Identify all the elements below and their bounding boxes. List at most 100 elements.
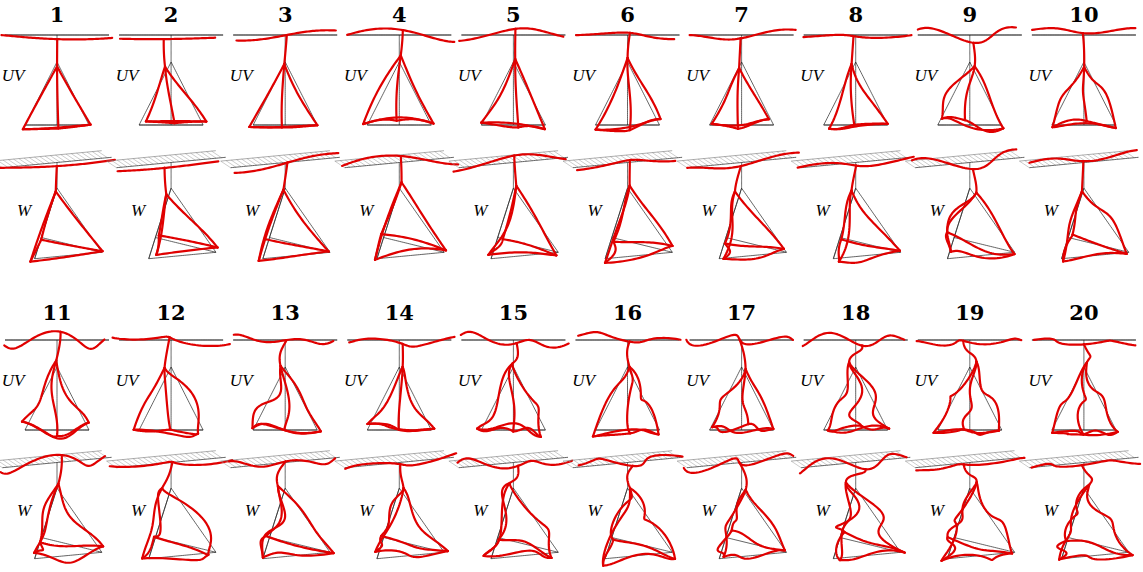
hatch-line (107, 161, 117, 168)
hatch-line (1119, 452, 1129, 459)
deformed-member (627, 466, 632, 488)
deformed-member (162, 488, 211, 555)
deformed-member (947, 482, 976, 537)
hatch-line (82, 153, 92, 160)
hatch-line (507, 456, 517, 463)
deformed-member (263, 553, 334, 558)
deformed-member (593, 367, 630, 437)
deformed-member (142, 488, 162, 558)
hatch-line (252, 158, 262, 165)
deformed-member (30, 240, 41, 262)
deformed-member (249, 64, 284, 127)
deformed-member (264, 190, 283, 239)
deformed-member (513, 428, 541, 437)
hatch-line (14, 459, 24, 466)
deformed-member (22, 422, 89, 439)
hatch-line (688, 460, 698, 467)
deformed-member (1, 455, 62, 474)
deformed-member (58, 455, 61, 484)
hatch-line (921, 160, 931, 167)
deformed-member (596, 58, 628, 130)
deformed-member (401, 156, 458, 164)
deformed-member (23, 66, 57, 129)
deformed-member (30, 191, 55, 261)
deformed-member (836, 482, 859, 532)
deformed-member (458, 458, 518, 468)
undeformed-member (25, 125, 57, 126)
view-label: UV (1, 372, 26, 389)
undeformed-member (285, 430, 317, 431)
deformed-member (690, 35, 741, 39)
deformed-member (976, 362, 999, 431)
hatch-line (133, 159, 143, 166)
hatch-line (652, 153, 662, 160)
view-label: W (1043, 502, 1059, 519)
deformed-member (1084, 344, 1090, 362)
hatch-line (257, 458, 267, 465)
deformed-member (282, 64, 285, 127)
deformed-member (499, 540, 552, 558)
deformed-member (477, 428, 513, 432)
deformed-member (284, 64, 317, 125)
hatch-line (24, 158, 34, 165)
view-label: UV (799, 372, 824, 389)
deformed-member (841, 239, 900, 250)
view-label: UV (685, 372, 710, 389)
view-label: UV (571, 67, 596, 84)
deformed-member (375, 182, 402, 260)
deformed-member (865, 454, 906, 469)
hatch-line (854, 455, 864, 462)
mode-panel (1019, 28, 1138, 261)
panel-number: 20 (1068, 302, 1099, 323)
deformed-member (735, 191, 784, 249)
deformed-member (461, 332, 517, 345)
undeformed-member (139, 125, 171, 126)
deformed-member (732, 531, 785, 551)
hatch-line (1061, 457, 1071, 464)
hatch-line (1005, 452, 1015, 459)
panel-number: 15 (498, 302, 529, 323)
view-label: W (16, 502, 32, 519)
deformed-member (828, 425, 889, 432)
deformed-member (159, 194, 166, 235)
undeformed-member (119, 35, 171, 36)
hatch-line (688, 160, 698, 167)
undeformed-member (117, 163, 172, 168)
hatch-line (905, 461, 915, 468)
mode-panel (677, 29, 799, 259)
undeformed-member (57, 35, 109, 36)
deformed-member (503, 186, 517, 239)
undeformed-member (263, 188, 285, 259)
deformed-member (1059, 555, 1132, 559)
hatch-line (340, 461, 350, 468)
deformed-member (1083, 150, 1137, 161)
deformed-member (165, 67, 206, 122)
hatch-line (206, 452, 216, 459)
deformed-member (165, 368, 171, 430)
hatch-line (0, 161, 8, 168)
deformed-member (723, 249, 783, 260)
hatch-line (3, 160, 13, 167)
deformed-member (249, 126, 282, 129)
undeformed-member (969, 163, 970, 189)
deformed-member (400, 464, 403, 488)
deformed-member (515, 59, 518, 127)
undeformed-member (171, 62, 203, 125)
deformed-member (627, 367, 633, 433)
deformed-member (235, 163, 288, 173)
panel-number: 1 (49, 4, 66, 25)
undeformed-member (1084, 367, 1116, 430)
deformed-member (849, 346, 862, 363)
deformed-member (593, 429, 659, 436)
hatch-line (496, 457, 506, 464)
hatch-line (398, 455, 408, 462)
hatch-line (995, 453, 1005, 460)
deformed-member (363, 120, 396, 124)
deformed-member (1086, 362, 1118, 432)
hatch-line (117, 160, 127, 167)
deformed-member (849, 362, 862, 426)
deformed-member (630, 33, 674, 39)
deformed-member (259, 190, 284, 261)
undeformed-member (938, 125, 1002, 126)
